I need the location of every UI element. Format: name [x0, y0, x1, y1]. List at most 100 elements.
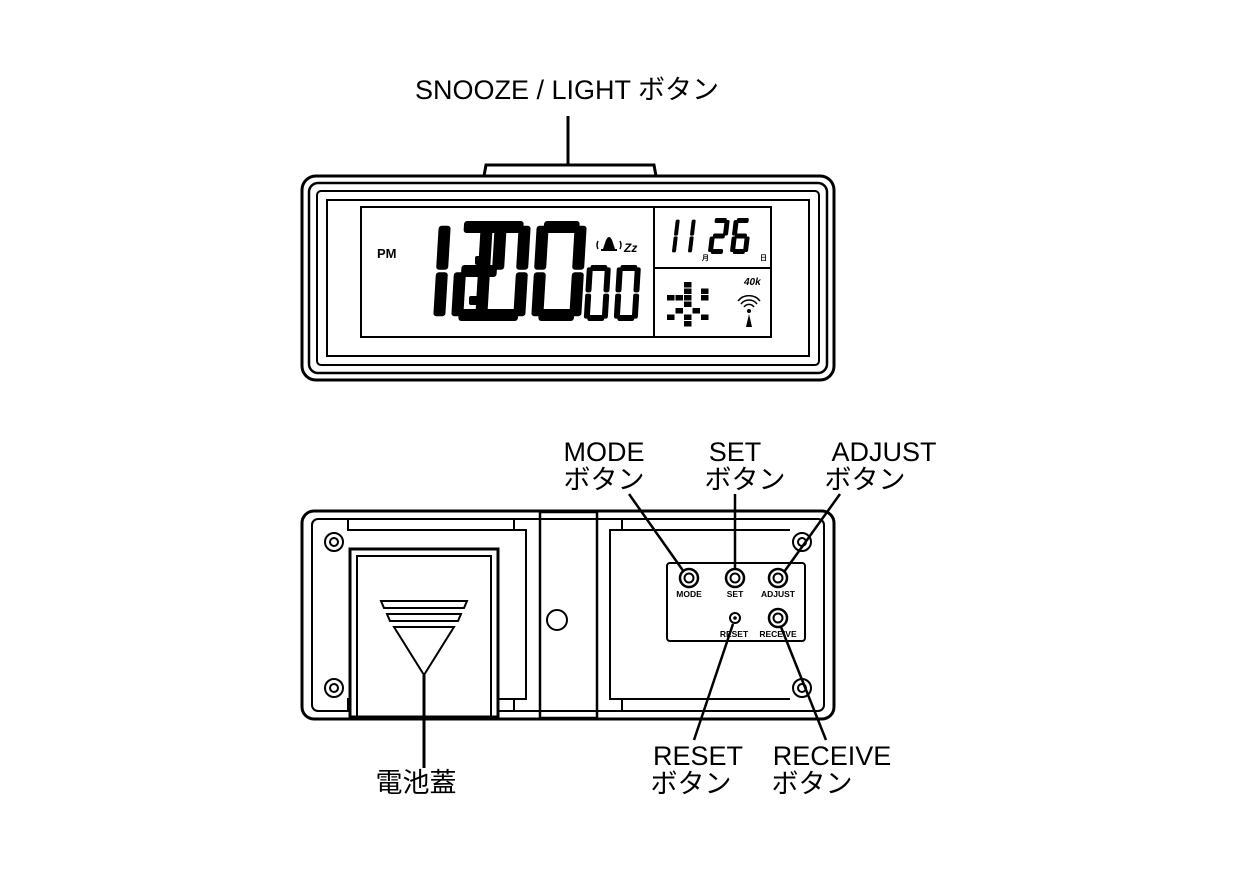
segment-a — [543, 221, 580, 233]
segment-e — [531, 272, 546, 317]
segment-b — [572, 225, 587, 270]
time-digits — [433, 221, 587, 321]
snooze-light-button[interactable] — [482, 163, 658, 177]
set-label: SET — [709, 437, 762, 467]
segment-f — [534, 225, 549, 270]
antenna-icon — [737, 294, 761, 327]
mode-callout — [627, 493, 686, 573]
back-body-inner — [311, 518, 825, 712]
segment-e — [730, 236, 737, 252]
weekday-dot — [684, 321, 692, 327]
segment-e — [708, 236, 715, 252]
day-digit-0 — [708, 218, 730, 254]
set-button-label: SET — [727, 589, 744, 599]
weekday-dot — [692, 308, 700, 314]
snooze-mark: Zz — [623, 241, 637, 255]
time-colon — [469, 256, 484, 305]
mode-button[interactable] — [678, 567, 700, 589]
segment-b — [690, 219, 696, 236]
receive-label: RECEIVE — [773, 741, 892, 771]
segment-e — [583, 293, 592, 319]
segment-a — [714, 218, 727, 223]
time-digit-2 — [475, 221, 531, 321]
segment-c — [433, 272, 448, 317]
month-digit-0 — [672, 219, 680, 253]
reset-button[interactable] — [729, 612, 741, 624]
segment-b — [674, 219, 680, 236]
weekday-dot — [667, 314, 675, 320]
segment-b — [723, 220, 730, 236]
weekday-dot — [701, 295, 709, 301]
weekday-dot — [684, 282, 692, 288]
segment-b — [436, 225, 451, 270]
front-body — [300, 174, 836, 382]
weekday-dot — [684, 314, 692, 320]
sec-digit-1 — [613, 265, 641, 321]
segment-e — [613, 293, 622, 319]
frequency-indicator: 40k — [743, 277, 761, 288]
month-digit-1 — [688, 219, 696, 253]
segment-d — [732, 249, 746, 254]
weekday-dot — [684, 288, 692, 294]
colon-dot-1 — [469, 296, 478, 305]
center-stand — [538, 510, 599, 720]
segment-c — [569, 272, 584, 317]
weekday-dot — [667, 295, 675, 301]
front-view: SNOOZE / LIGHT ボタン PM Zz 月 日 40k — [300, 75, 836, 382]
lcd-frame — [326, 199, 810, 357]
segment-f — [585, 267, 593, 293]
receive-button[interactable] — [767, 607, 789, 629]
segment-d — [587, 315, 605, 321]
segment-d — [617, 315, 635, 321]
screw-top-left — [324, 532, 344, 552]
segment-g — [712, 233, 725, 239]
segment-c — [631, 293, 640, 319]
weekday-dot — [684, 295, 692, 301]
bell-icon — [596, 237, 622, 251]
seconds-digits — [583, 265, 641, 321]
colon-dot-0 — [475, 256, 484, 265]
day-digits — [708, 218, 750, 254]
segment-e — [475, 272, 490, 317]
weekday-dot — [701, 288, 709, 294]
month-digits — [672, 219, 696, 253]
time-digit-0 — [433, 225, 451, 317]
receive-label-sub: ボタン — [772, 769, 853, 799]
adjust-label: ADJUST — [831, 437, 936, 467]
lcd-date-panel — [653, 206, 772, 338]
adjust-button[interactable] — [767, 567, 789, 589]
screw-bottom-left — [324, 678, 344, 698]
mode-label-sub: ボタン — [564, 465, 645, 495]
weekday-dot — [675, 308, 683, 314]
day-unit: 日 — [760, 254, 767, 262]
segment-a — [487, 221, 524, 233]
weekday-dot — [701, 314, 709, 320]
segment-d — [538, 309, 575, 321]
segment-f — [615, 267, 623, 293]
weekday-display — [667, 282, 709, 327]
reset-button-label: RESET — [720, 629, 749, 639]
set-button[interactable] — [724, 567, 746, 589]
battery-cover-label: 電池蓋 — [376, 768, 457, 798]
center-hole — [546, 609, 568, 631]
back-view: 電池蓋 MODE SET ADJUST RESET RECEIVE MODE ボ… — [300, 437, 937, 799]
sec-digit-0 — [583, 265, 611, 321]
front-bezel — [307, 181, 829, 375]
segment-a — [620, 265, 638, 271]
day-digit-1 — [730, 218, 750, 254]
segment-b — [516, 225, 531, 270]
mode-button-label: MODE — [676, 589, 702, 599]
time-digit-3 — [531, 221, 587, 321]
mode-label: MODE — [564, 437, 645, 467]
reset-callout — [692, 623, 735, 741]
receive-callout — [779, 626, 828, 741]
segment-c — [743, 236, 750, 252]
receive-button-label: RECEIVE — [759, 629, 797, 639]
segment-d — [710, 249, 724, 254]
segment-b — [492, 225, 507, 270]
segment-d — [482, 309, 519, 321]
pm-indicator: PM — [377, 246, 397, 261]
segment-e — [451, 272, 466, 317]
set-label-sub: ボタン — [705, 465, 786, 495]
